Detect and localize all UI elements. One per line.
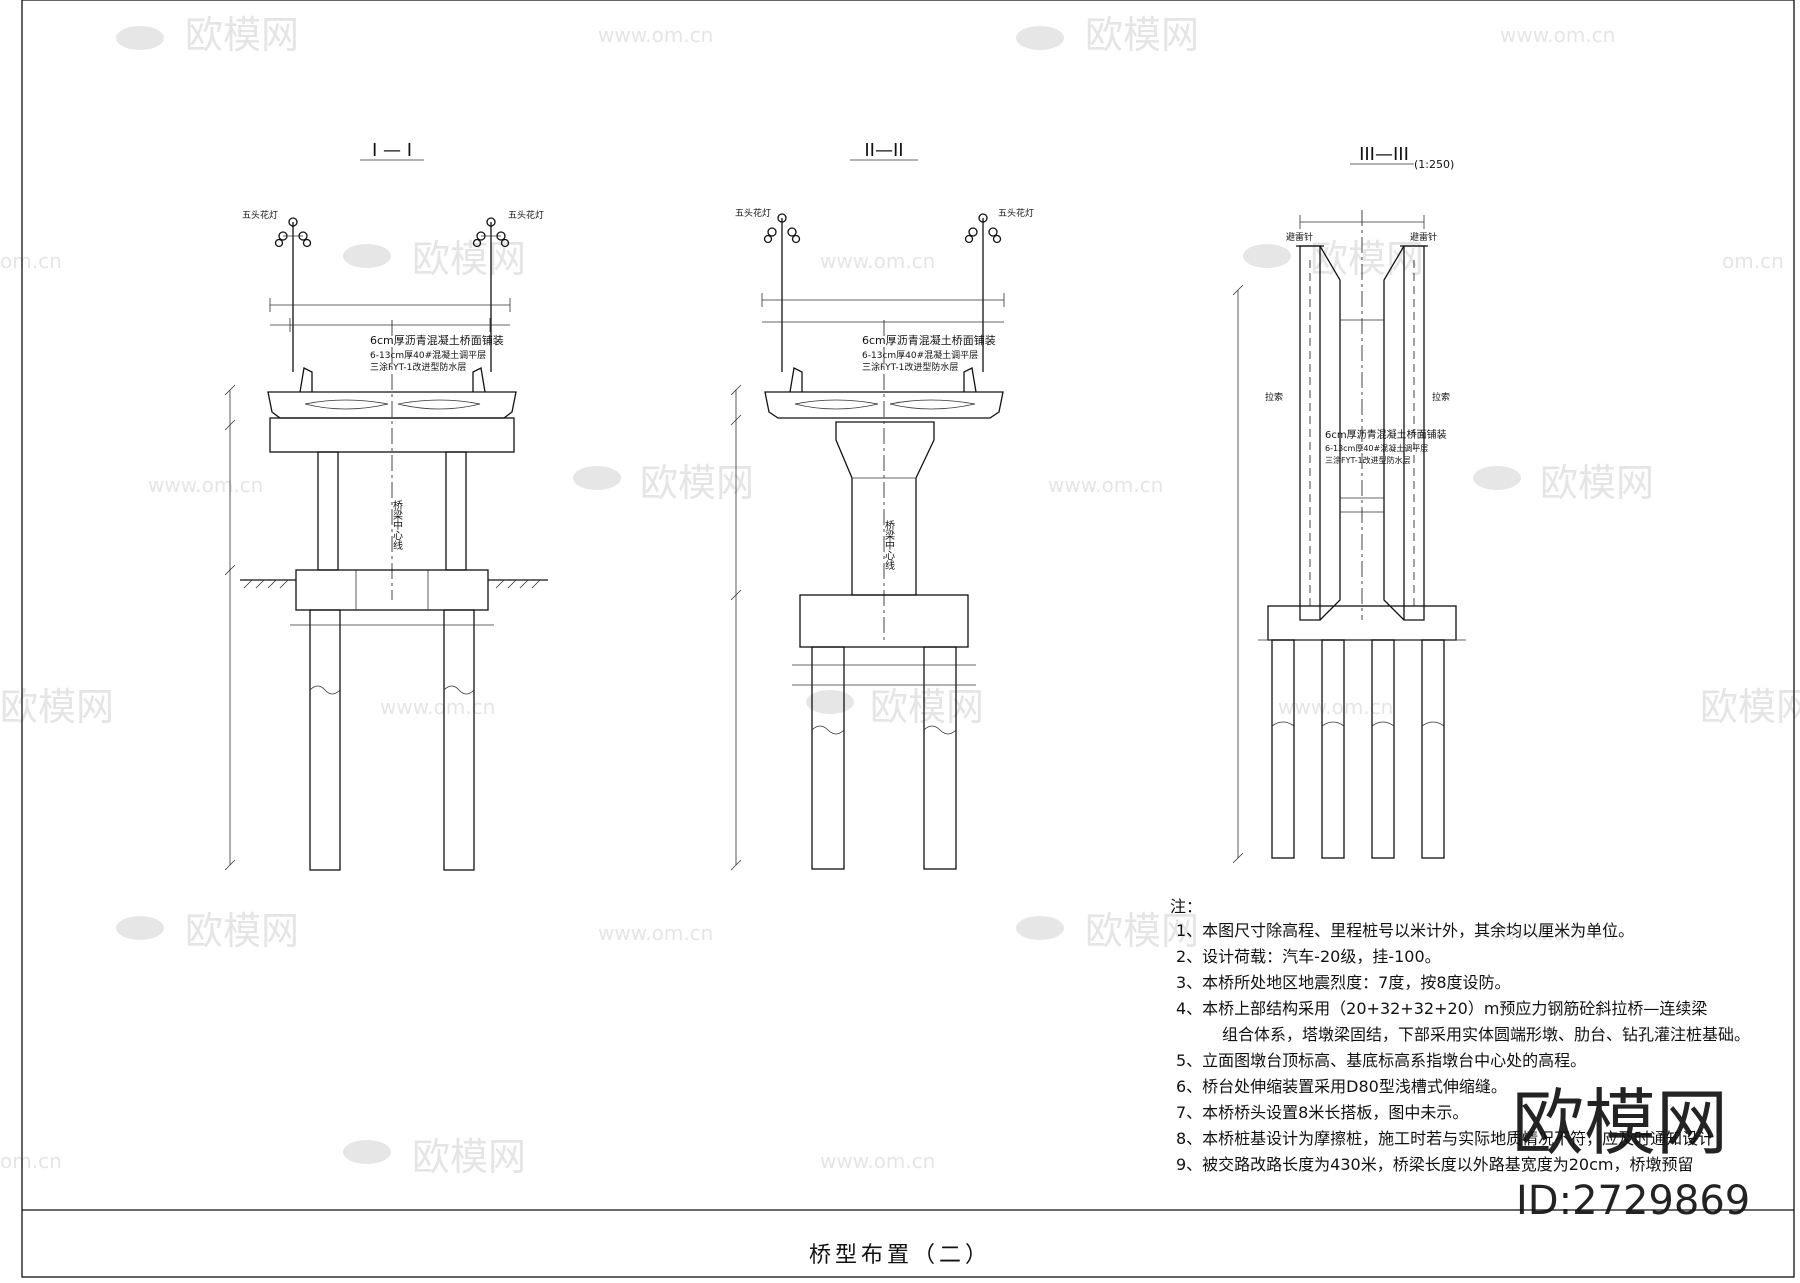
- lamp-label-left: 五头花灯: [242, 209, 278, 221]
- lamp-post-left-icon: [763, 213, 801, 372]
- watermark-brand: 欧模网: [870, 685, 984, 729]
- notes-block: 注： 1、本图尺寸除高程、里程桩号以米计外，其余均以厘米为单位。 2、设计荷载：…: [1170, 897, 1750, 1174]
- section-2-2: II—II 五头花灯 五头花灯 6cm厚沥青混凝土桥面铺装 6-13cm厚40#…: [730, 140, 1034, 871]
- watermark-logo-icon: [1016, 26, 1064, 50]
- lamp-label-right: 五头花灯: [998, 207, 1034, 219]
- deck-layer-3: 三涂FYT-1改进型防水层: [862, 361, 958, 373]
- lamp-post-right-icon: [964, 213, 1002, 372]
- note-item: 5、立面图墩台顶标高、基底标高系指墩台中心处的高程。: [1176, 1051, 1586, 1070]
- s3-label-top-left: 避雷针: [1286, 231, 1313, 243]
- watermark-brand: 欧模网: [1085, 13, 1199, 57]
- watermark-logo-icon: [573, 466, 621, 490]
- watermark-brand: 欧模网: [412, 1135, 526, 1179]
- note-item: 2、设计荷载：汽车-20级，挂-100。: [1176, 947, 1441, 966]
- s3-label-mid-right: 拉索: [1432, 391, 1450, 403]
- watermark-brand: 欧模网: [412, 237, 526, 281]
- watermark-short-site: om.cn: [0, 1149, 62, 1173]
- note-item: 9、被交路改路长度为430米，桥梁长度以外路基宽度为20cm，桥墩预留: [1176, 1155, 1693, 1174]
- watermark-logo-icon: [806, 690, 854, 714]
- section-1-1: I — I 五头花灯 五头花灯 6cm厚沥青混凝土桥面铺装 6-13cm厚40#…: [224, 140, 548, 871]
- watermark-site: www.om.cn: [1500, 23, 1615, 47]
- deck-layer-1: 6cm厚沥青混凝土桥面铺装: [370, 333, 504, 347]
- watermark-partial-brand: 欧模网: [1700, 685, 1800, 729]
- note-item: 7、本桥桥头设置8米长搭板，图中未示。: [1176, 1103, 1468, 1122]
- notes-heading: 注：: [1170, 897, 1202, 916]
- watermark-site: www.om.cn: [598, 23, 713, 47]
- section-3-scale: (1:250): [1414, 158, 1454, 171]
- section-3-3: III—III (1:250) 避雷针 避雷针 拉索 拉索 6cm厚沥青混凝土桥…: [1232, 144, 1466, 864]
- watermark-partial-brand: 欧模网: [0, 685, 114, 729]
- watermark-logo-icon: [343, 244, 391, 268]
- watermark-site: www.om.cn: [1278, 695, 1393, 719]
- lamp-label-left: 五头花灯: [735, 207, 771, 219]
- watermark-layer: 欧模网 www.om.cn 欧模网 www.om.cn om.cn 欧模网 ww…: [0, 13, 1800, 1179]
- watermark-logo-icon: [1243, 244, 1291, 268]
- watermark-logo-icon: [1473, 466, 1521, 490]
- drawing-frame: [21, 0, 1795, 1278]
- section-1-title: I — I: [372, 140, 412, 161]
- watermark-short-site: om.cn: [1722, 249, 1784, 273]
- watermark-brand: 欧模网: [185, 13, 299, 57]
- watermark-site: www.om.cn: [1500, 921, 1615, 945]
- s3-label-top-right: 避雷针: [1410, 231, 1437, 243]
- deck-layer-2: 6-13cm厚40#混凝土调平层: [370, 349, 486, 361]
- s3-label-mid-left: 拉索: [1265, 391, 1283, 403]
- watermark-logo-icon: [1016, 916, 1064, 940]
- lamp-post-right-icon: [472, 217, 510, 372]
- deck-layer-1: 6cm厚沥青混凝土桥面铺装: [1325, 428, 1447, 441]
- watermark-site: www.om.cn: [820, 1149, 935, 1173]
- section-3-title: III—III: [1359, 144, 1409, 165]
- watermark-logo-icon: [343, 1140, 391, 1164]
- drawing-title: 桥型布置（二）: [809, 1243, 991, 1268]
- watermark-logo-icon: [116, 916, 164, 940]
- watermark-logo-icon: [116, 26, 164, 50]
- note-item: 3、本桥所处地区地震烈度：7度，按8度设防。: [1176, 973, 1511, 992]
- deck-layer-3: 三涂FYT-1改进型防水层: [370, 361, 466, 373]
- watermark-brand: 欧模网: [1540, 461, 1654, 505]
- deck-layer-2: 6-13cm厚40#混凝土调平层: [862, 349, 978, 361]
- watermark-site: www.om.cn: [380, 695, 495, 719]
- section-2-title: II—II: [864, 140, 903, 161]
- lamp-label-right: 五头花灯: [508, 209, 544, 221]
- lamp-post-left-icon: [274, 217, 312, 372]
- watermark-site: www.om.cn: [1048, 473, 1163, 497]
- note-item: 1、本图尺寸除高程、里程桩号以米计外，其余均以厘米为单位。: [1176, 921, 1634, 940]
- note-item: 6、桥台处伸缩装置采用D80型浅槽式伸缩缝。: [1176, 1077, 1507, 1096]
- watermark-site: www.om.cn: [820, 249, 935, 273]
- deck-layer-3: 三涂FYT-1改进型防水层: [1325, 455, 1411, 465]
- watermark-brand: 欧模网: [640, 461, 754, 505]
- deck-layer-2: 6-13cm厚40#混凝土调平层: [1325, 443, 1428, 453]
- watermark-site: www.om.cn: [148, 473, 263, 497]
- watermark-id: ID:2729869: [1516, 1178, 1750, 1224]
- centerline-label-1: 桥梁中心线: [391, 500, 403, 550]
- watermark-brand: 欧模网: [1085, 909, 1199, 953]
- note-item: 8、本桥桩基设计为摩擦桩，施工时若与实际地质情况不符，应及时通知设计: [1176, 1129, 1714, 1148]
- note-item: 4、本桥上部结构采用（20+32+32+20）m预应力钢筋砼斜拉桥—连续梁: [1176, 999, 1707, 1018]
- watermark-site: www.om.cn: [598, 921, 713, 945]
- deck-layer-1: 6cm厚沥青混凝土桥面铺装: [862, 333, 996, 347]
- note-item: 组合体系，塔墩梁固结，下部采用实体圆端形墩、肋台、钻孔灌注桩基础。: [1222, 1025, 1750, 1044]
- watermark-short-site: om.cn: [0, 249, 62, 273]
- watermark-logo-text: 欧模网: [1512, 1081, 1728, 1165]
- watermark-brand: 欧模网: [185, 909, 299, 953]
- watermark-brand: 欧模网: [1310, 237, 1424, 281]
- centerline-label-2: 桥梁中心线: [883, 520, 895, 570]
